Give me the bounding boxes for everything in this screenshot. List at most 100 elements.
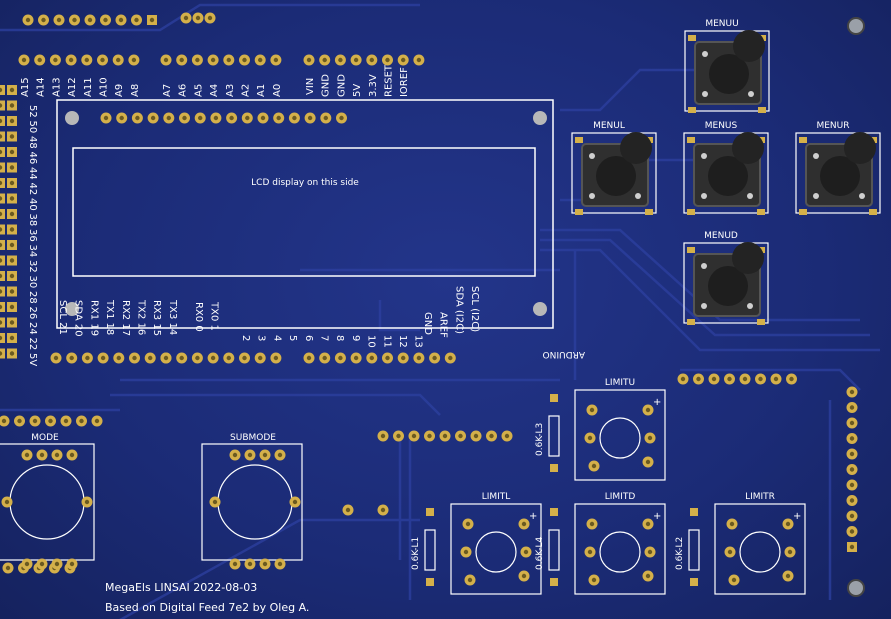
pad-hole <box>84 57 90 63</box>
pad-hole <box>849 513 855 519</box>
resistor-label: 0.6K-L1 <box>411 537 421 570</box>
pad-hole <box>322 355 327 361</box>
pad-hole <box>0 289 3 294</box>
pad <box>0 85 5 95</box>
pad-hole <box>787 549 793 555</box>
mounting-hole <box>847 17 865 35</box>
pad <box>0 162 5 173</box>
analog-pin-label: A6 <box>178 84 189 97</box>
pad-hole <box>79 418 84 424</box>
digital-pin-label: 32 <box>27 260 38 273</box>
pad-hole <box>54 561 60 567</box>
limit-switch-limitd: LIMITD+0.6K-L4 <box>535 492 666 595</box>
pad-hole <box>0 227 3 232</box>
pad-hole <box>849 451 855 457</box>
button-plunger <box>732 242 764 274</box>
pad-hole <box>116 355 122 361</box>
comm-pin-label: TX2 16 <box>136 299 147 335</box>
pad <box>0 147 5 157</box>
button-menur[interactable]: MENUR <box>795 121 881 215</box>
button-leg <box>687 137 695 143</box>
digital-pin-label: 13 <box>413 335 424 348</box>
pad-hole <box>9 196 15 201</box>
pad-hole <box>647 435 653 441</box>
analog-pin-label: A15 <box>20 77 31 97</box>
pad-hole <box>148 355 153 361</box>
digital-pin-label: 50 <box>27 121 38 134</box>
pad-hole <box>119 115 124 121</box>
mounting-holes <box>847 17 865 597</box>
pad-hole <box>849 498 855 503</box>
pad-hole <box>9 118 15 124</box>
button-dot <box>701 193 707 199</box>
pad-hole <box>242 355 247 361</box>
pad-hole <box>1 418 7 424</box>
analog-pin-label: A11 <box>83 77 94 97</box>
pad-hole <box>210 355 216 361</box>
pad-hole <box>9 335 15 341</box>
lcd-hole <box>533 302 547 316</box>
pad-hole <box>132 355 137 361</box>
digital-pin-label: 26 <box>27 307 38 320</box>
button-leg <box>799 209 807 215</box>
pad-hole <box>849 420 855 426</box>
power-pin-label: 5V <box>352 84 363 97</box>
pad-hole <box>773 376 779 382</box>
pad-hole <box>9 165 15 170</box>
pad-hole <box>210 57 216 63</box>
button-plunger <box>620 132 652 164</box>
pad-hole <box>306 355 312 361</box>
pad <box>0 302 5 312</box>
pad-hole <box>591 463 597 469</box>
pad-hole <box>416 355 422 361</box>
button-dot <box>589 153 595 159</box>
copper-traces <box>0 3 880 619</box>
pad-hole <box>385 355 390 361</box>
button-menus[interactable]: MENUS <box>683 121 769 215</box>
pad <box>0 209 5 219</box>
pad-hole <box>0 242 3 248</box>
pad-hole <box>247 452 253 458</box>
menu-buttons: MENUU MENUL MENUS MENUR MENUD <box>571 19 881 325</box>
pad-hole <box>39 561 45 567</box>
pad-hole <box>380 433 386 439</box>
power-pin-label: IOREF <box>399 67 410 97</box>
button-menul[interactable]: MENUL <box>571 121 657 215</box>
pad-hole <box>9 273 15 279</box>
pad-hole <box>473 433 479 439</box>
analog-pin-label: A1 <box>256 84 267 97</box>
lcd-hole <box>533 111 547 125</box>
pad-hole <box>262 561 268 567</box>
button-menud[interactable]: MENUD <box>683 231 769 325</box>
pad-hole <box>0 273 3 279</box>
analog-pin-label: A12 <box>67 77 78 97</box>
pad-hole <box>100 57 105 63</box>
analog-pin-label: A0 <box>272 84 283 97</box>
pad-hole <box>207 15 213 21</box>
pad-hole <box>25 17 31 23</box>
pad-hole <box>711 376 717 382</box>
pad-hole <box>41 17 46 23</box>
resistor-pad <box>426 508 434 516</box>
pad-hole <box>32 418 38 424</box>
encoder-submode: SUBMODE <box>201 433 303 570</box>
button-leg <box>799 137 807 143</box>
analog-pin-label: A8 <box>130 84 141 97</box>
button-leg <box>575 209 583 215</box>
button-cap <box>708 266 748 306</box>
pad-hole <box>226 355 231 361</box>
pad-hole <box>322 57 327 63</box>
button-leg <box>688 35 696 41</box>
plus-sign: + <box>653 511 661 522</box>
lcd-window-outline <box>72 147 536 277</box>
button-outline <box>683 242 769 324</box>
limit-outline <box>714 503 806 595</box>
pad-hole <box>242 57 247 63</box>
button-menuu[interactable]: MENUU <box>684 19 770 113</box>
pad-hole <box>163 57 169 63</box>
button-label: MENUS <box>705 121 738 131</box>
digital-pin-label: 46 <box>27 152 38 165</box>
pad-hole <box>9 304 15 310</box>
digital-pin-label: 5 <box>287 335 298 341</box>
pad-hole <box>195 355 200 361</box>
